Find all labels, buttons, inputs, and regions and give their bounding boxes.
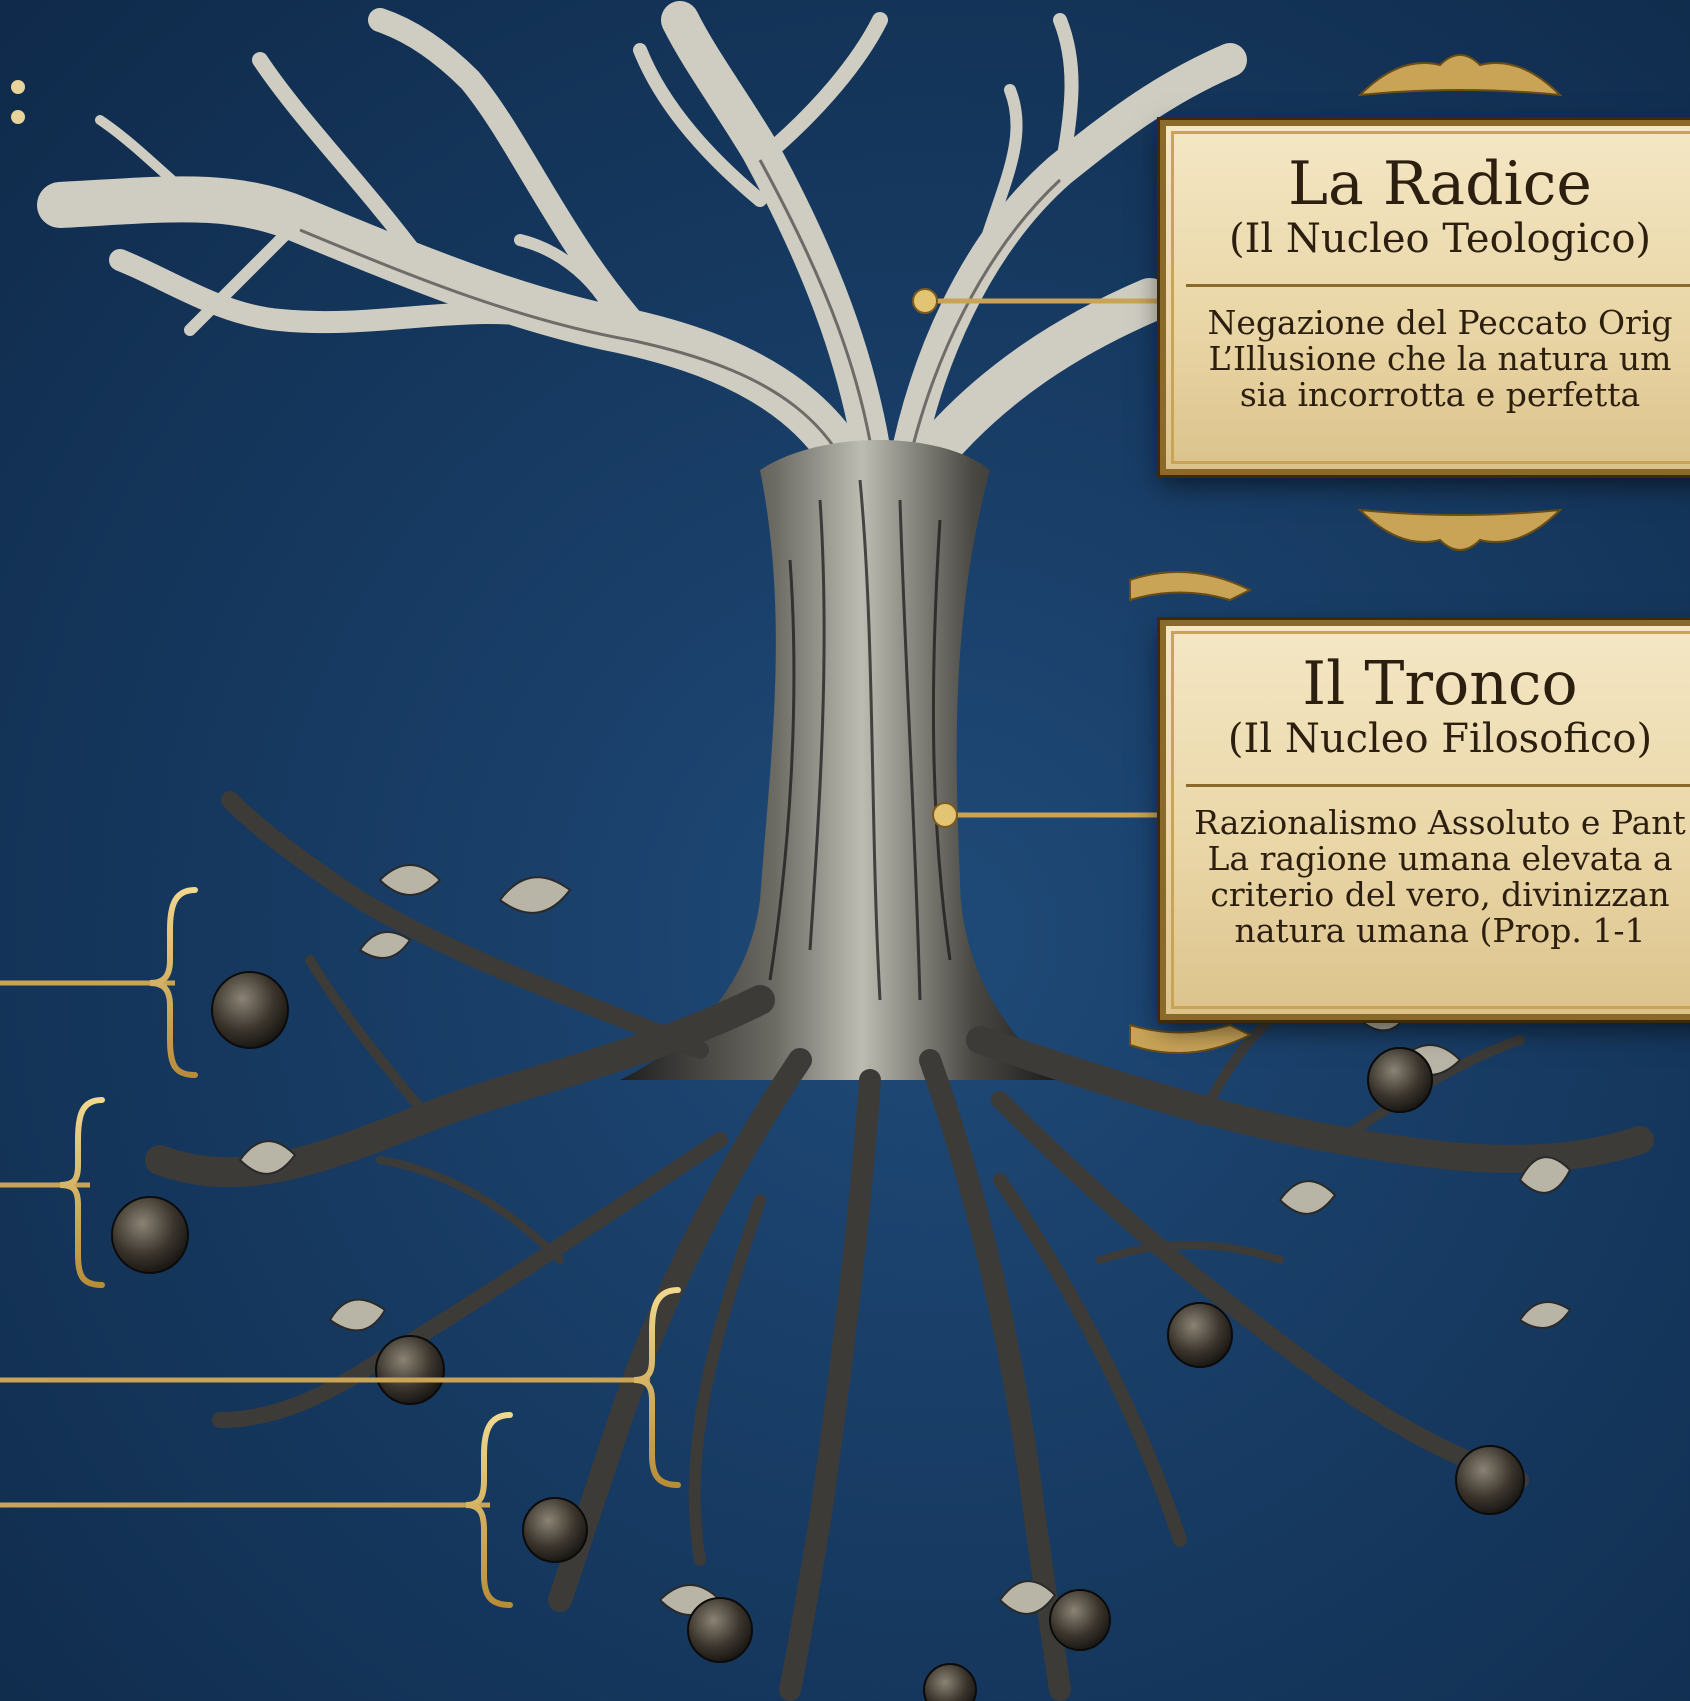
card-il-tronco: Il Tronco (Il Nucleo Filosofico) Raziona… — [1160, 620, 1690, 1020]
brace-icon — [59, 887, 681, 1608]
card-body-line: sia incorrotta e perfetta — [1239, 375, 1641, 414]
scroll-ornament-icon — [1129, 54, 1563, 1054]
card-subtitle: (Il Nucleo Teologico) — [1228, 216, 1652, 262]
vertical-dots-icon[interactable] — [11, 80, 25, 140]
card-body-line: natura umana (Prop. 1-1 — [1234, 911, 1646, 950]
card-title: Il Tronco — [1302, 649, 1578, 719]
card-body-line: La ragione umana elevata a — [1207, 839, 1673, 878]
card-divider — [1186, 784, 1690, 787]
card-la-radice: La Radice (Il Nucleo Teologico) Negazion… — [1160, 120, 1690, 475]
card-divider — [1186, 284, 1690, 287]
card-body-line: Razionalismo Assoluto e Pant — [1194, 803, 1686, 842]
trunk — [620, 440, 1060, 1080]
connector-lines — [0, 298, 1160, 1508]
card-body-line: criterio del vero, divinizzan — [1210, 875, 1670, 914]
card-body-line: L’Illusione che la natura um — [1208, 339, 1672, 378]
card-title: La Radice — [1288, 149, 1592, 219]
upper-branches — [37, 1, 1247, 583]
rotten-apple-icon — [111, 971, 1525, 1701]
card-subtitle: (Il Nucleo Filosofico) — [1227, 716, 1653, 762]
card-body-line: Negazione del Peccato Orig — [1207, 303, 1673, 342]
